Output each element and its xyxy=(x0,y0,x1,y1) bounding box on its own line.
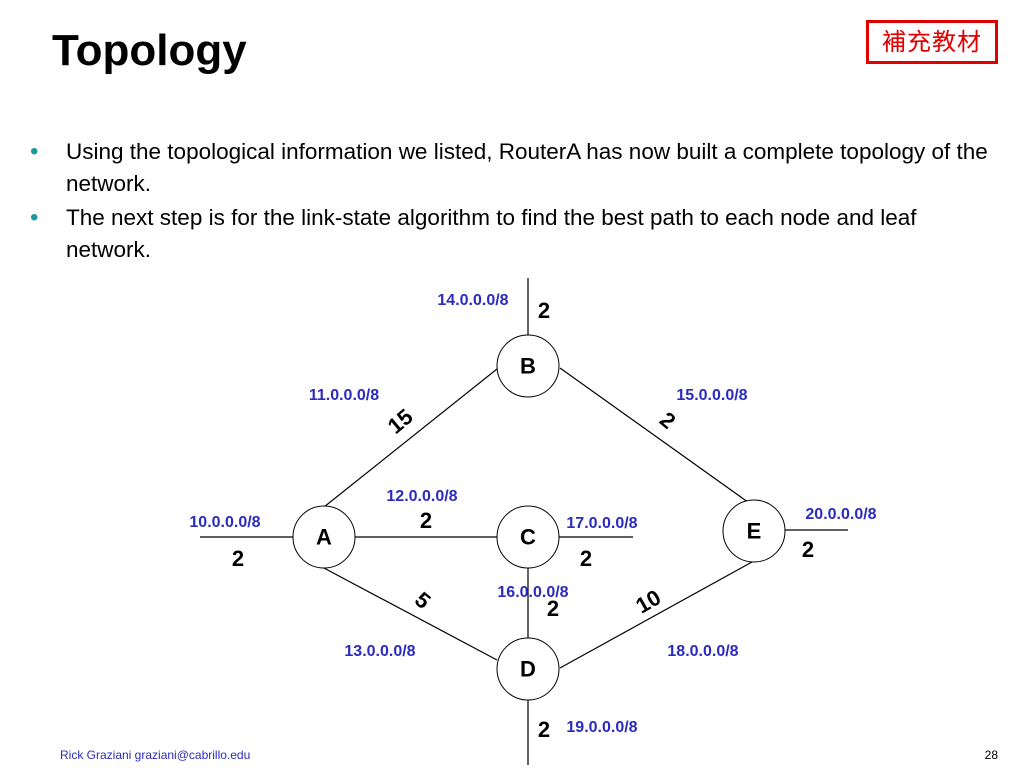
bullet-dot-icon: • xyxy=(30,138,39,165)
supplementary-material-stamp: 補充教材 xyxy=(866,20,998,64)
bullet-text: Using the topological information we lis… xyxy=(66,139,988,196)
node-d: D xyxy=(496,637,560,701)
node-label: C xyxy=(520,525,536,550)
bullet-list: • Using the topological information we l… xyxy=(30,136,990,268)
cost-label: 15 xyxy=(383,404,418,439)
network-label: 13.0.0.0/8 xyxy=(344,643,415,660)
page-number: 28 xyxy=(984,748,998,762)
bullet-item: • Using the topological information we l… xyxy=(30,136,990,200)
cost-label: 2 xyxy=(420,508,432,533)
cost-label: 2 xyxy=(538,298,550,323)
link-a-b xyxy=(323,364,503,508)
cost-label: 2 xyxy=(538,717,550,742)
node-label: D xyxy=(520,657,536,682)
bullet-item: • The next step is for the link-state al… xyxy=(30,202,990,266)
network-label: 10.0.0.0/8 xyxy=(189,514,260,531)
cost-label: 2 xyxy=(232,546,244,571)
link-d-e xyxy=(559,561,753,669)
bullet-dot-icon: • xyxy=(30,204,39,231)
cost-label: 2 xyxy=(802,537,814,562)
node-label: A xyxy=(316,525,332,550)
cost-label: 2 xyxy=(655,407,680,434)
bullet-text: The next step is for the link-state algo… xyxy=(66,205,917,262)
cost-label: 2 xyxy=(547,596,559,621)
slide-title: Topology xyxy=(52,26,247,75)
link-a-d xyxy=(321,566,498,661)
network-label: 19.0.0.0/8 xyxy=(566,719,637,736)
node-label: B xyxy=(520,354,536,379)
node-a: A xyxy=(292,505,356,569)
node-b: B xyxy=(496,334,560,398)
network-label: 12.0.0.0/8 xyxy=(386,488,457,505)
node-e: E xyxy=(722,499,786,563)
link-b-e xyxy=(559,367,753,506)
cost-label: 5 xyxy=(410,587,435,614)
network-label: 18.0.0.0/8 xyxy=(667,643,738,660)
cost-label: 2 xyxy=(580,546,592,571)
network-label: 14.0.0.0/8 xyxy=(437,292,508,309)
network-label: 15.0.0.0/8 xyxy=(676,387,747,404)
network-label: 11.0.0.0/8 xyxy=(309,387,379,404)
network-label: 17.0.0.0/8 xyxy=(566,515,637,532)
footer-author: Rick Graziani graziani@cabrillo.edu xyxy=(60,748,251,762)
network-label: 20.0.0.0/8 xyxy=(805,506,876,523)
node-label: E xyxy=(747,519,762,544)
node-c: C xyxy=(496,505,560,569)
network-label: 16.0.0.0/8 xyxy=(497,584,568,601)
